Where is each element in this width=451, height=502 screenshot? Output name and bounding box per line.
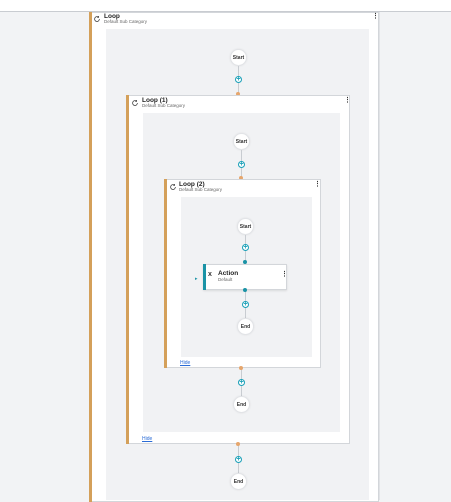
add-step-button[interactable]: +	[235, 456, 242, 463]
connector-dot	[236, 442, 240, 446]
connector-dot	[243, 288, 247, 292]
loop1-hide-link[interactable]: Hide	[142, 436, 153, 442]
top-bar	[0, 0, 451, 12]
connector-dot	[236, 92, 240, 96]
action-x-icon: x	[208, 271, 212, 278]
action-card[interactable]	[203, 264, 287, 290]
loop1-end-node: End	[233, 396, 250, 413]
connector-dot	[243, 260, 247, 264]
action-menu-button[interactable]: ⋮	[281, 271, 288, 278]
loop1-accent	[126, 95, 129, 444]
action-accent	[203, 264, 206, 290]
outer-loop-title: Loop	[104, 13, 120, 20]
loop1-title: Loop (1)	[142, 97, 168, 104]
loop2-title: Loop (2)	[179, 181, 205, 188]
outer-start-node: Start	[230, 49, 247, 66]
add-step-button[interactable]: +	[242, 301, 249, 308]
connector-dot	[239, 366, 243, 370]
outer-loop-accent	[89, 12, 92, 502]
loop1-menu-button[interactable]: ⋮	[344, 97, 351, 104]
loop-icon	[170, 184, 176, 190]
action-title: Action	[218, 270, 239, 277]
loop-icon	[132, 100, 138, 106]
add-step-button[interactable]: +	[238, 379, 245, 386]
right-gutter	[379, 12, 451, 500]
loop1-subtitle: Default Sub Category	[142, 103, 186, 108]
action-subtitle: Default	[218, 277, 233, 282]
loop1-start-node: Start	[233, 133, 250, 150]
loop2-start-node: Start	[237, 218, 254, 235]
action-handle-icon[interactable]: ▸	[195, 276, 198, 282]
loop2-end-node: End	[237, 318, 254, 335]
connector-dot	[239, 176, 243, 180]
add-step-button[interactable]: +	[242, 244, 249, 251]
outer-loop-subtitle: Default Sub Category	[104, 19, 148, 24]
loop2-accent	[164, 179, 167, 368]
loop2-menu-button[interactable]: ⋮	[314, 181, 321, 188]
loop2-hide-link[interactable]: Hide	[180, 360, 191, 366]
loop-icon	[94, 16, 100, 22]
loop2-subtitle: Default Sub Category	[179, 187, 223, 192]
outer-end-node: End	[230, 473, 247, 490]
add-step-button[interactable]: +	[238, 161, 245, 168]
left-gutter	[0, 12, 89, 500]
outer-loop-menu-button[interactable]: ⋮	[372, 13, 379, 20]
add-step-button[interactable]: +	[235, 76, 242, 83]
